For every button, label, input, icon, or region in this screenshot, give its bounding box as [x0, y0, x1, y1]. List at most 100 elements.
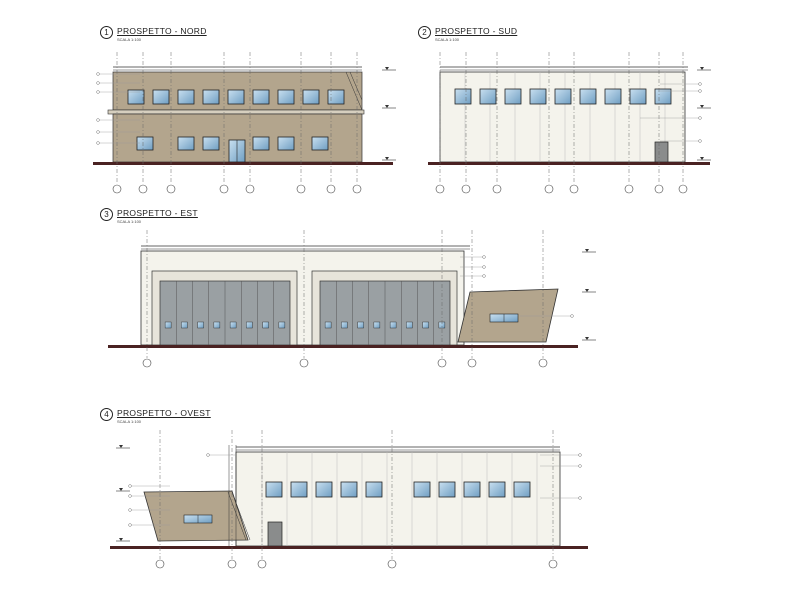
west-windows	[265, 481, 531, 498]
hangar-doors	[159, 280, 451, 346]
callout-marker	[206, 453, 210, 457]
door-window	[324, 321, 332, 329]
axis-bubble	[299, 358, 309, 368]
callout-marker	[698, 89, 702, 93]
axis-bubble	[352, 184, 362, 194]
door-window	[181, 321, 188, 329]
axis-bubble	[654, 184, 664, 194]
level-markers	[116, 67, 711, 542]
elevation-est	[108, 245, 578, 348]
window	[438, 481, 456, 498]
callout-marker	[570, 314, 574, 318]
callout-marker	[578, 464, 582, 468]
window	[290, 481, 308, 498]
service-door	[654, 141, 669, 163]
window	[504, 88, 522, 105]
callout-marker	[96, 130, 100, 134]
callout-marker	[698, 139, 702, 143]
axis-bubble	[112, 184, 122, 194]
door-window	[422, 321, 429, 329]
window	[177, 89, 195, 105]
axis-bubble	[326, 184, 336, 194]
window	[554, 88, 572, 105]
callout-marker	[128, 494, 132, 498]
callout-marker	[578, 453, 582, 457]
window	[579, 88, 597, 105]
drawing-number: 2	[418, 26, 431, 39]
window	[277, 89, 295, 105]
title-ovest: 4 PROSPETTO - OVEST SCALA 1:100	[100, 408, 211, 424]
axis-bubble	[544, 184, 554, 194]
window	[127, 89, 145, 105]
window	[513, 481, 531, 498]
callout-marker	[96, 81, 100, 85]
drawing-title: PROSPETTO - EST	[117, 208, 198, 218]
drawing-scale: SCALA 1:100	[117, 419, 142, 424]
callout-marker	[128, 508, 132, 512]
level-arrow	[585, 249, 589, 252]
axis-bubble	[461, 184, 471, 194]
axis-bubble	[166, 184, 176, 194]
axis-bubble	[678, 184, 688, 194]
window	[202, 89, 220, 105]
window	[265, 481, 283, 498]
callout-marker	[482, 265, 486, 269]
elevation-nord	[93, 66, 393, 165]
window	[529, 88, 547, 105]
drawing-scale: SCALA 1:100	[117, 219, 142, 224]
axis-bubble	[257, 559, 267, 569]
axis-bubble	[435, 184, 445, 194]
elevation-sud	[428, 66, 710, 165]
ground-line	[93, 162, 393, 165]
callout-tags	[96, 72, 702, 527]
level-arrow	[385, 67, 389, 70]
callout-marker	[96, 141, 100, 145]
callout-marker	[698, 82, 702, 86]
window	[227, 89, 245, 105]
title-est: 3 PROSPETTO - EST SCALA 1:100	[100, 208, 198, 224]
axis-bubble	[492, 184, 502, 194]
level-arrow	[585, 289, 589, 292]
callout-marker	[482, 274, 486, 278]
elevation-ovest	[110, 445, 588, 549]
window	[202, 136, 220, 151]
door-window	[229, 321, 237, 329]
west-door	[267, 521, 283, 547]
level-arrow	[700, 157, 704, 160]
axis-bubble	[142, 358, 152, 368]
axis-bubble	[548, 559, 558, 569]
axis-bubble	[437, 358, 447, 368]
window	[463, 481, 481, 498]
level-arrow	[700, 105, 704, 108]
callout-marker	[96, 90, 100, 94]
door-window	[262, 321, 269, 329]
window	[413, 481, 431, 498]
axis-bubble	[296, 184, 306, 194]
title-nord: 1 PROSPETTO - NORD SCALA 1:100	[100, 26, 207, 42]
door-window	[278, 321, 286, 329]
axis-bubble	[227, 559, 237, 569]
level-arrow	[119, 445, 123, 448]
axis-bubble	[538, 358, 548, 368]
window	[136, 136, 154, 151]
upper-windows	[127, 89, 345, 105]
window	[654, 88, 672, 105]
drawing-number: 3	[100, 208, 113, 221]
callout-marker	[578, 496, 582, 500]
window	[302, 89, 320, 105]
axis-bubble	[155, 559, 165, 569]
callout-marker	[128, 484, 132, 488]
level-arrow	[585, 337, 589, 340]
ground-line	[108, 345, 578, 348]
drawing-scale: SCALA 1:100	[435, 37, 460, 42]
door-window	[406, 321, 413, 329]
window	[629, 88, 647, 105]
door-window	[341, 321, 348, 329]
drawing-title: PROSPETTO - NORD	[117, 26, 207, 36]
window	[177, 136, 195, 151]
axis-bubble	[569, 184, 579, 194]
window	[277, 136, 295, 151]
window	[311, 136, 329, 151]
